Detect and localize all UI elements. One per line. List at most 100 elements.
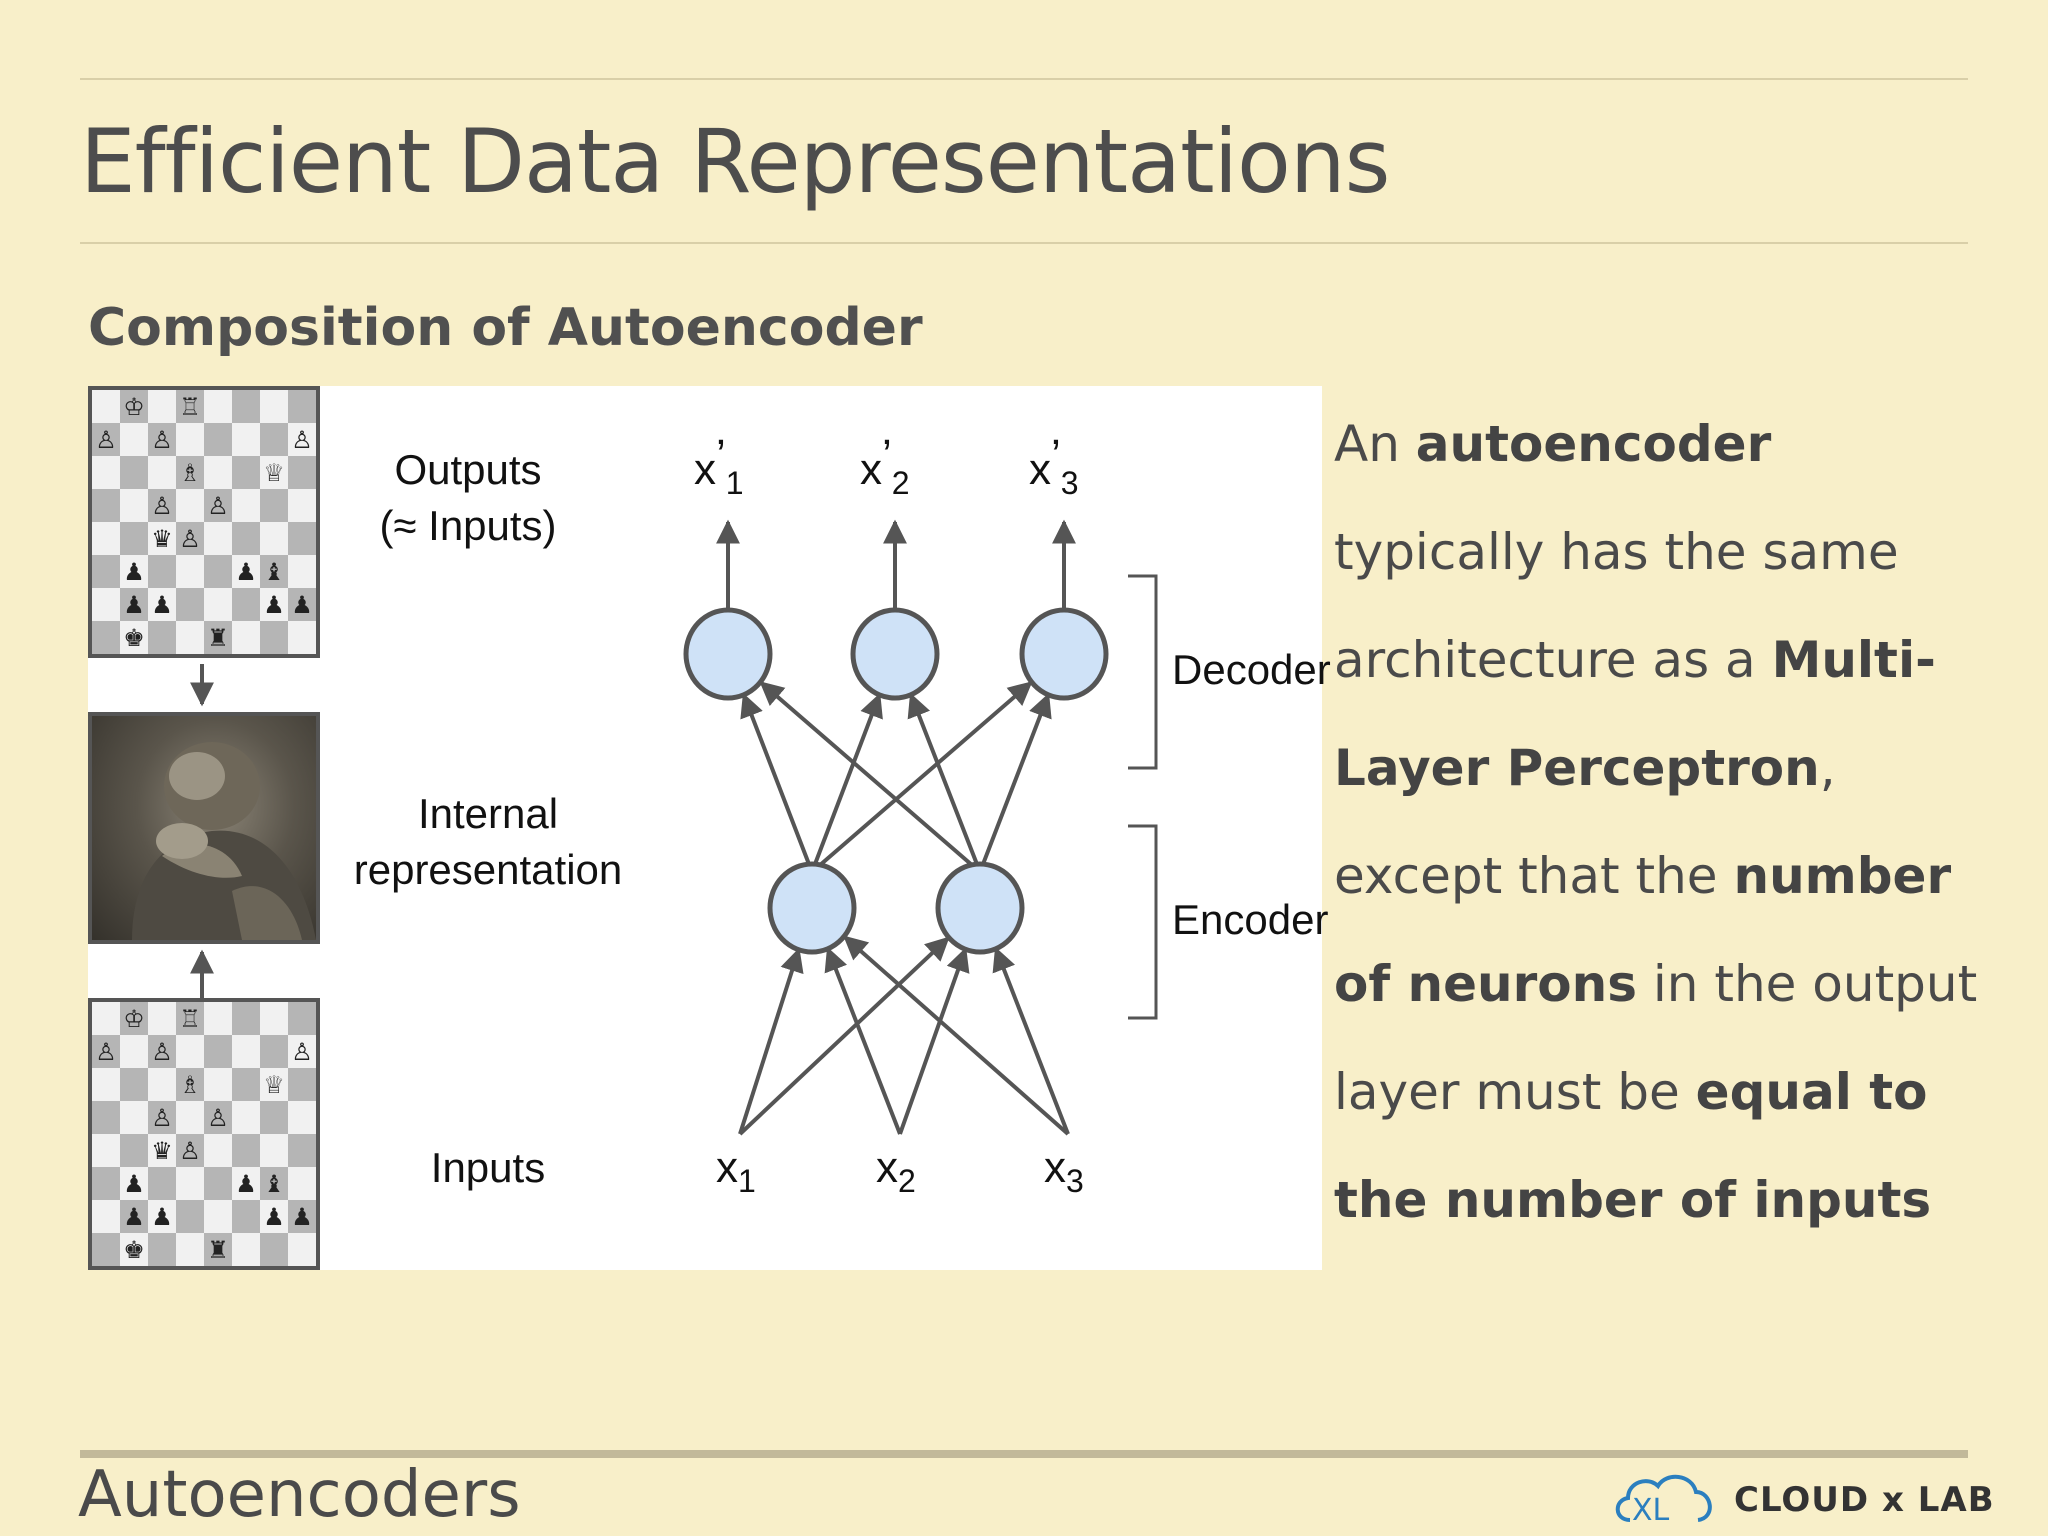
chess-piece: ♙ — [95, 425, 117, 454]
board-square: ♝ — [260, 1167, 288, 1200]
prime-mark: ’ — [1051, 431, 1061, 480]
board-square — [120, 1068, 148, 1101]
board-square — [288, 1233, 316, 1266]
variable-name: x — [694, 445, 716, 494]
board-square: ♟ — [120, 555, 148, 588]
chess-piece: ♟ — [123, 557, 145, 586]
slide-title: Efficient Data Representations — [80, 110, 1391, 213]
network-diagram — [190, 519, 1158, 1136]
board-square: ♟ — [232, 555, 260, 588]
board-square — [176, 423, 204, 456]
chess-piece: ♟ — [123, 1202, 145, 1231]
connection-arrow — [907, 692, 982, 873]
board-square — [232, 1002, 260, 1035]
encoder-bracket — [1128, 824, 1158, 1020]
board-square — [288, 1002, 316, 1035]
connection-arrow — [824, 946, 902, 1135]
board-square: ♟ — [260, 1200, 288, 1233]
thinker-statue-image — [88, 712, 320, 944]
board-square — [260, 390, 288, 423]
board-square — [92, 390, 120, 423]
chess-piece: ♟ — [235, 557, 257, 586]
board-square — [260, 1233, 288, 1266]
cloudxlab-logo: XL CLOUD x LAB — [1610, 1470, 1995, 1530]
output-neuron — [683, 607, 773, 701]
board-square — [288, 390, 316, 423]
subscript-index: 2 — [891, 464, 910, 501]
board-square: ♟ — [120, 1167, 148, 1200]
connection-arrow — [738, 936, 950, 1136]
board-square — [176, 1167, 204, 1200]
board-square — [176, 1101, 204, 1134]
chess-piece: ♟ — [291, 590, 313, 619]
board-square: ♖ — [176, 390, 204, 423]
svg-text:XL: XL — [1632, 1493, 1670, 1528]
chess-piece: ♔ — [123, 1004, 145, 1033]
chess-piece: ♟ — [235, 1169, 257, 1198]
board-square — [204, 522, 232, 555]
slide-subtitle: Composition of Autoencoder — [88, 298, 923, 358]
board-square — [204, 1002, 232, 1035]
chess-piece: ♟ — [123, 1169, 145, 1198]
body-emphasis: Multi-Layer Perceptron — [1334, 631, 1936, 797]
board-square — [288, 1167, 316, 1200]
board-square — [120, 1035, 148, 1068]
board-square: ♔ — [120, 390, 148, 423]
chess-piece: ♝ — [263, 557, 285, 586]
body-segment: typically has the same architecture as a — [1334, 523, 1899, 689]
board-square — [204, 423, 232, 456]
chess-piece: ♖ — [179, 1004, 201, 1033]
board-square — [92, 489, 120, 522]
board-square — [92, 1101, 120, 1134]
prime-mark: ’ — [716, 431, 726, 480]
chess-piece: ♖ — [179, 392, 201, 421]
board-square: ♕ — [260, 456, 288, 489]
board-square — [176, 588, 204, 621]
board-square: ♛ — [148, 1134, 176, 1167]
board-square — [260, 489, 288, 522]
body-emphasis: autoencoder — [1415, 415, 1772, 473]
board-square — [120, 456, 148, 489]
board-square — [288, 621, 316, 654]
chess-piece: ♙ — [151, 491, 173, 520]
subscript-index: 3 — [1066, 1162, 1084, 1199]
board-square — [148, 1068, 176, 1101]
variable-name: x — [1029, 445, 1051, 494]
board-square: ♜ — [204, 621, 232, 654]
board-square — [232, 621, 260, 654]
board-square: ♟ — [260, 588, 288, 621]
board-square — [288, 489, 316, 522]
board-square: ♟ — [120, 588, 148, 621]
chess-piece: ♚ — [123, 623, 145, 652]
chess-piece: ♙ — [291, 1037, 313, 1066]
board-square — [204, 555, 232, 588]
board-square — [232, 1068, 260, 1101]
subscript-index: 2 — [898, 1162, 916, 1199]
board-square: ♙ — [148, 489, 176, 522]
board-square: ♖ — [176, 1002, 204, 1035]
board-square — [232, 456, 260, 489]
board-square: ♙ — [204, 1101, 232, 1134]
logo-text: CLOUD x LAB — [1734, 1480, 1995, 1520]
inputs-label: Inputs — [430, 1144, 546, 1191]
board-square — [204, 1068, 232, 1101]
chess-piece: ♟ — [263, 1202, 285, 1231]
connection-arrow — [740, 692, 814, 873]
connection-arrow — [898, 947, 970, 1135]
chess-piece: ♟ — [151, 1202, 173, 1231]
board-square — [260, 1035, 288, 1068]
board-square: ♗ — [176, 456, 204, 489]
board-square — [92, 1200, 120, 1233]
board-square — [92, 1068, 120, 1101]
board-square — [120, 1101, 148, 1134]
board-square — [232, 423, 260, 456]
board-square — [148, 1233, 176, 1266]
encoder-label: Encoder — [1172, 896, 1329, 943]
chessboard-output: ♔♖♙♙♙♗♕♙♙♛♙♟♟♝♟♟♟♟♚♜ — [88, 386, 320, 658]
board-square — [260, 522, 288, 555]
board-square — [204, 1167, 232, 1200]
chess-piece: ♕ — [263, 458, 285, 487]
board-square — [232, 1200, 260, 1233]
outputs-label-line2: (≈ Inputs) — [379, 502, 557, 549]
connection-arrow — [738, 947, 804, 1135]
